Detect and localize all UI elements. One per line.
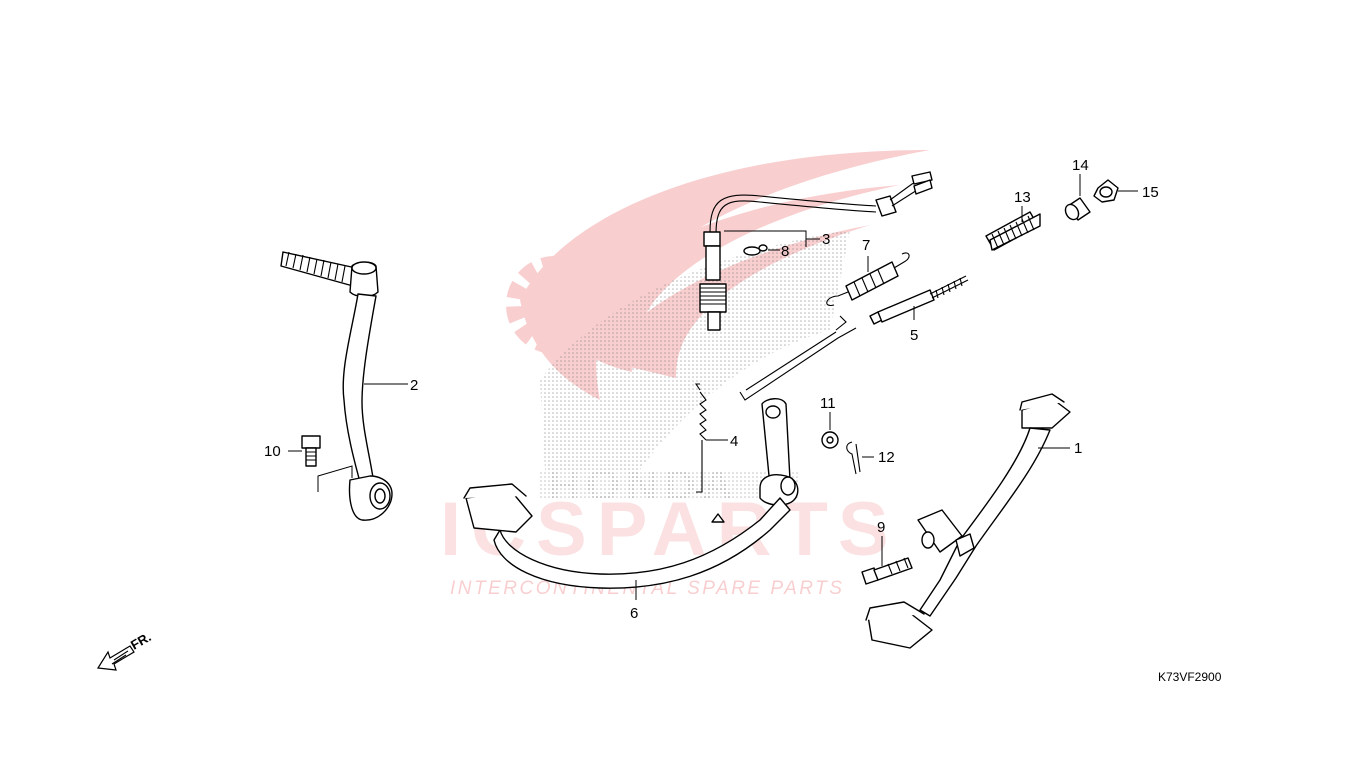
watermark-logo: HONDA ICSPARTS INTERCONTINENTAL SPARE PA… (440, 150, 930, 599)
wing-dot-shading (540, 230, 850, 470)
callout-labels: 1 2 3 4 5 6 7 8 9 10 11 12 13 14 15 (264, 157, 1159, 622)
callout-3: 3 (822, 231, 830, 248)
diagram-code: K73VF2900 (1158, 670, 1222, 684)
side-stand-foot-pad (865, 601, 933, 649)
callout-9: 9 (877, 519, 885, 536)
stand-foot-pad (463, 483, 533, 533)
watermark-tagline: INTERCONTINENTAL SPARE PARTS (450, 578, 844, 599)
callout-14: 14 (1072, 157, 1089, 174)
collar-14 (1064, 174, 1091, 221)
side-stand-top-pad (1019, 393, 1071, 429)
callout-15: 15 (1142, 184, 1159, 201)
front-direction-arrow: FR. (96, 629, 154, 671)
callout-8: 8 (781, 243, 789, 260)
cotter-pin-12 (846, 441, 874, 475)
spring-4 (694, 383, 728, 493)
spring-13 (985, 206, 1041, 251)
callout-4: 4 (730, 433, 738, 450)
callout-10: 10 (264, 443, 281, 460)
main-stand (463, 315, 857, 600)
callout-6: 6 (630, 605, 638, 622)
callout-11: 11 (820, 395, 836, 412)
side-stand (865, 393, 1071, 649)
callout-1: 1 (1074, 440, 1082, 457)
callout-5: 5 (910, 327, 918, 344)
callout-13: 13 (1014, 189, 1031, 206)
callout-2: 2 (410, 377, 418, 394)
callout-12: 12 (878, 449, 895, 466)
rod-5 (869, 275, 969, 325)
stand-switch-cable (699, 171, 933, 331)
callout-7: 7 (862, 237, 870, 254)
kick-grip (280, 251, 357, 287)
nut-15 (1093, 179, 1138, 203)
spring-7 (826, 252, 910, 307)
bolt-10 (288, 435, 353, 492)
bolt-9 (861, 536, 913, 585)
washer-11 (821, 412, 839, 449)
kick-starter-arm (280, 251, 408, 521)
o-ring-8 (743, 244, 780, 256)
